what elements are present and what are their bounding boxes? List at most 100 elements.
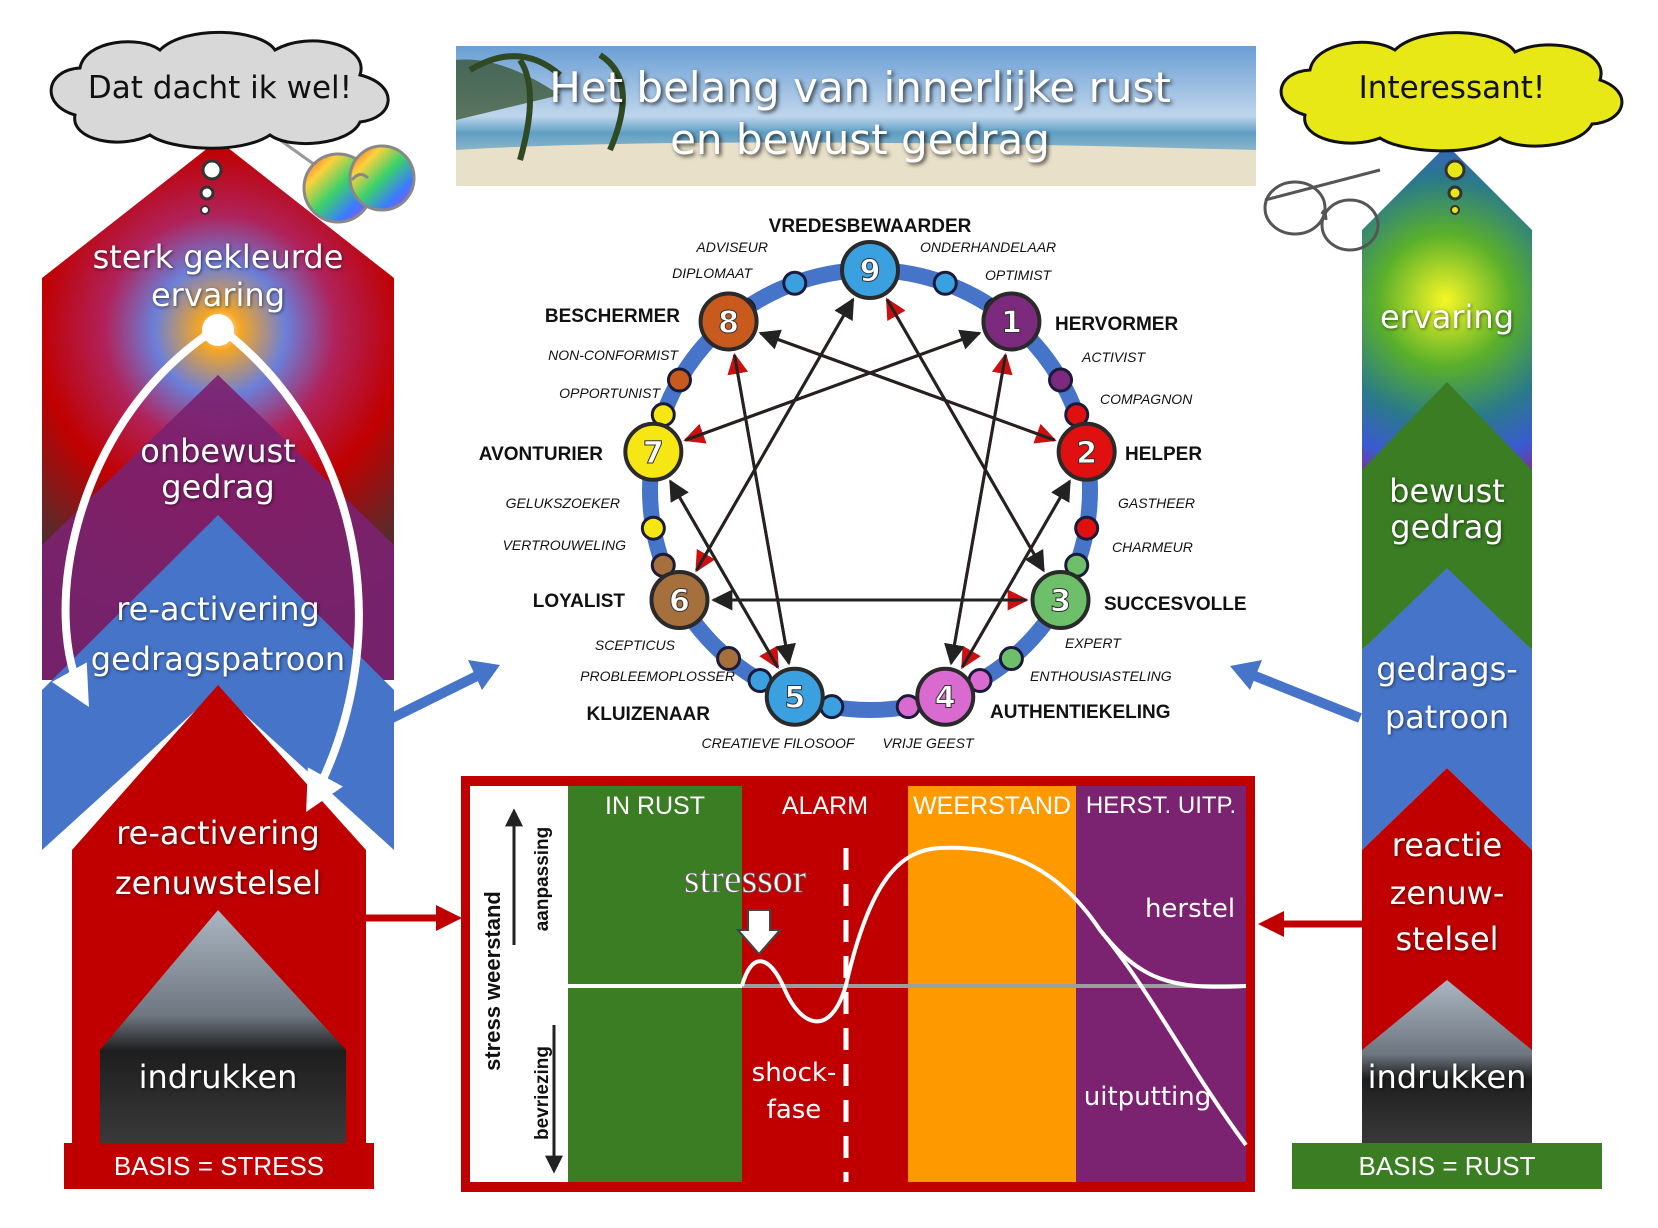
left-stack — [42, 30, 416, 1189]
stressor-label: stressor — [684, 856, 806, 901]
type-circle-6 — [649, 570, 710, 630]
triangle-line — [695, 297, 855, 572]
type-name: BESCHERMER — [545, 306, 680, 327]
type-number: 7 — [643, 436, 664, 471]
left-thought-cloud — [49, 30, 390, 215]
type-circle-5 — [764, 666, 825, 727]
right-basis-label: BASIS = RUST — [1358, 1151, 1536, 1181]
reading-glasses-icon — [1263, 168, 1381, 252]
right-thought-cloud — [1279, 31, 1624, 215]
wing-dot — [932, 270, 958, 296]
wing-dot — [998, 646, 1024, 672]
stress-curve-exhaustion — [1098, 928, 1248, 1147]
type-name: AVONTURIER — [479, 444, 603, 465]
phase-label-weerstand: WEERSTAND — [913, 792, 1071, 820]
type-number: 6 — [669, 584, 690, 619]
right-label-zenuw: zenuw- — [1389, 874, 1505, 912]
blue-connector-arrows — [389, 660, 1362, 723]
type-number: 1 — [1001, 305, 1022, 340]
right-cloud-text: Interessant! — [1358, 70, 1546, 106]
type-number: 4 — [935, 681, 956, 716]
wing-label: OPTIMIST — [985, 267, 1053, 283]
title-banner — [456, 46, 1256, 186]
type-number: 9 — [860, 254, 881, 289]
left-basis-label: BASIS = STRESS — [113, 1151, 325, 1181]
right-gedragspatroon-chevron — [1362, 568, 1532, 850]
left-label-indrukken: indrukken — [138, 1058, 298, 1096]
wing-label: GELUKSZOEKER — [506, 495, 620, 511]
axis-down-label: bevriezing — [532, 1046, 553, 1140]
type-number: 2 — [1076, 436, 1097, 471]
type-number: 5 — [784, 681, 805, 716]
right-label-gedrag: gedrag — [1390, 508, 1504, 546]
page-title: Het belang van innerlijke rust en bewust… — [460, 62, 1260, 166]
right-label-ervaring: ervaring — [1379, 298, 1515, 336]
wing-label: CREATIEVE FILOSOOF — [702, 735, 856, 751]
disintegration-line — [758, 329, 1056, 442]
wing-label: SCEPTICUS — [595, 637, 676, 653]
wing-label: OPPORTUNIST — [559, 385, 661, 401]
left-label-onbewust: onbewust — [140, 432, 296, 470]
disintegration-line — [733, 354, 796, 666]
title-line2: en bewust gedrag — [670, 115, 1050, 164]
left-label-sterk: sterk gekleurde — [92, 238, 344, 276]
wing-label: ENTHOUSIASTELING — [1030, 668, 1172, 684]
stressor-arrow-icon — [735, 909, 783, 956]
phase-label-herstel-uitputting: HERST. UITP. — [1085, 792, 1237, 819]
right-label-reactie: reactie — [1391, 826, 1503, 864]
wing-label: COMPAGNON — [1100, 391, 1193, 407]
stress-chart — [461, 776, 1255, 1192]
disintegration-line — [669, 479, 780, 669]
disintegration-line — [944, 354, 1007, 666]
uitputting-label: uitputting — [1083, 1082, 1212, 1112]
left-loop-arrow-up — [225, 330, 363, 813]
type-circle-4 — [915, 666, 976, 727]
right-label-stelsel: stelsel — [1395, 920, 1499, 958]
type-name: HERVORMER — [1055, 314, 1178, 335]
wing-dot — [716, 646, 742, 672]
wing-label: CHARMEUR — [1112, 539, 1193, 555]
left-label-ervaring: ervaring — [150, 276, 286, 314]
phase-label-alarm: ALARM — [781, 792, 869, 820]
right-basis-box — [1292, 1143, 1602, 1189]
title-line1: Het belang van innerlijke rust — [549, 63, 1171, 112]
shock-label-1: shock- — [751, 1058, 837, 1088]
stress-curve-recovery — [740, 845, 1247, 1024]
wing-label: ACTIVIST — [1081, 349, 1146, 365]
red-connector-arrows — [366, 905, 1362, 937]
axis-title: stress weerstand — [480, 891, 505, 1071]
wing-dot — [640, 515, 666, 541]
type-name: AUTHENTIEKELING — [990, 702, 1171, 723]
type-circle-1 — [981, 291, 1042, 352]
left-label-reactivering-2: re-activering — [116, 814, 320, 852]
wing-dot — [1048, 367, 1074, 393]
stress-axis-panel — [470, 786, 568, 1182]
wing-label: DIPLOMAAT — [672, 265, 753, 281]
type-name: VREDESBEWAARDER — [769, 216, 972, 237]
wing-dot — [782, 270, 808, 296]
right-indrukken-chevron — [1362, 980, 1532, 1145]
phase-label-in-rust: IN RUST — [605, 792, 705, 820]
type-name: HELPER — [1125, 444, 1202, 465]
right-stack — [1263, 31, 1624, 1189]
triangle-line — [885, 298, 1045, 573]
left-label-reactivering-1: re-activering — [116, 590, 320, 628]
wing-dot — [1074, 515, 1100, 541]
type-name: SUCCESVOLLE — [1104, 594, 1247, 615]
left-label-gedragspatroon: gedragspatroon — [90, 640, 346, 678]
disintegration-line — [684, 329, 982, 442]
type-name: LOYALIST — [533, 591, 626, 612]
wing-label: GASTHEER — [1118, 495, 1195, 511]
wing-label: VRIJE GEEST — [882, 735, 974, 751]
wing-label: EXPERT — [1065, 635, 1122, 651]
right-top-chevron-cut — [1362, 145, 1532, 230]
right-label-patroon: patroon — [1384, 698, 1510, 736]
right-label-indrukken: indrukken — [1367, 1058, 1527, 1096]
wing-label: PROBLEEMOPLOSSER — [580, 668, 735, 684]
herstel-label: herstel — [1144, 894, 1236, 924]
type-circle-9 — [840, 240, 900, 300]
left-label-zenuwstelsel: zenuwstelsel — [114, 864, 322, 902]
wing-label: ONDERHANDELAAR — [920, 239, 1056, 255]
